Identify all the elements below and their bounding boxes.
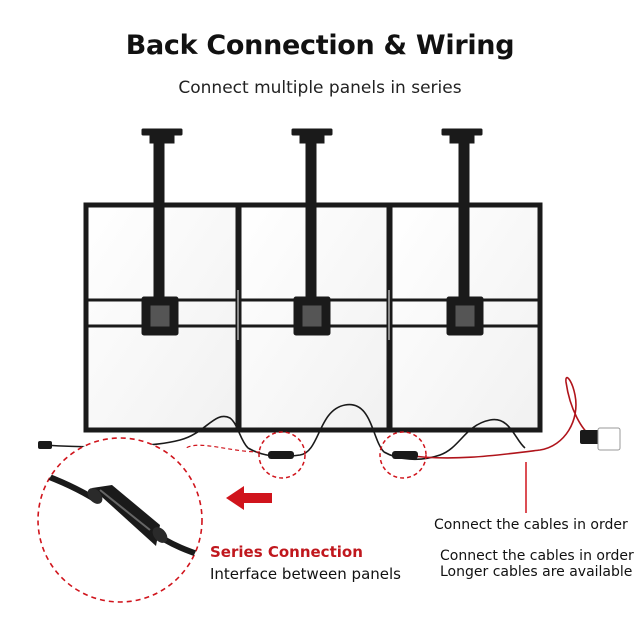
series-connector xyxy=(268,451,294,459)
note-secondary: Connect the cables in order xyxy=(440,548,634,564)
magnifier-circle-icon xyxy=(37,437,203,603)
connection-highlight xyxy=(379,431,427,479)
callout-leader xyxy=(185,444,261,453)
page-title: Back Connection & Wiring xyxy=(125,30,515,61)
power-cable xyxy=(405,376,593,459)
ceiling-mount-left xyxy=(141,128,183,336)
ceiling-mount-middle xyxy=(291,128,333,336)
arrow-left-icon xyxy=(226,486,272,510)
ceiling-mount-right xyxy=(441,128,484,336)
connection-highlight xyxy=(258,431,306,479)
note-tertiary: Longer cables are available xyxy=(440,564,633,580)
series-connector xyxy=(392,451,418,459)
power-plug-icon xyxy=(580,427,621,451)
cable-end-connector xyxy=(38,441,52,449)
page-subtitle: Connect multiple panels in series xyxy=(178,78,462,98)
callout-description: Interface between panels xyxy=(210,565,401,583)
note-primary: Connect the cables in order xyxy=(434,517,628,533)
callout-title: Series Connection xyxy=(210,543,363,561)
